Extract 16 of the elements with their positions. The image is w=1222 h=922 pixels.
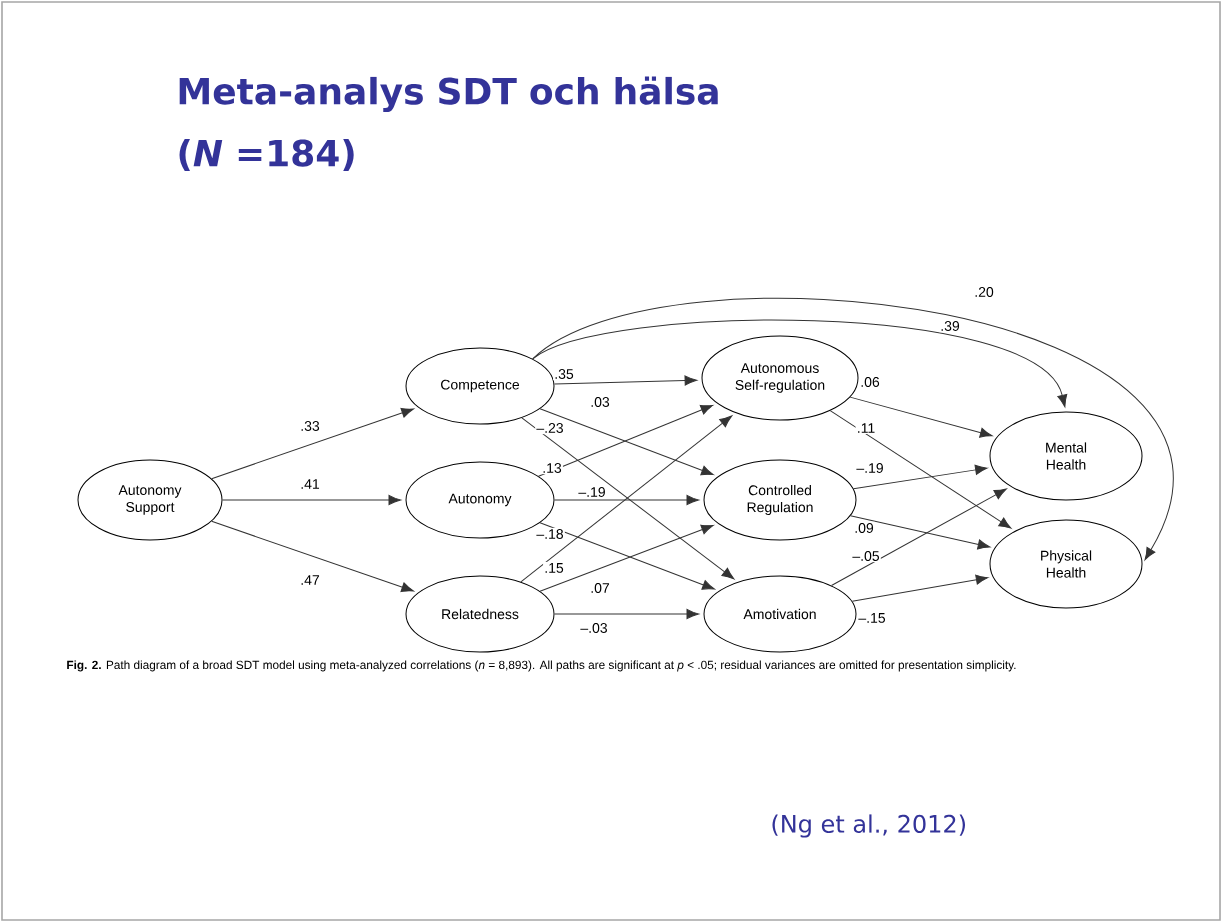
- arrow: [553, 375, 698, 386]
- citation: (Ng et al., 2012): [772, 814, 965, 838]
- arrow: [532, 297, 1174, 561]
- arrow: [831, 488, 1007, 587]
- arrow: [851, 574, 989, 602]
- arrow: [849, 396, 993, 438]
- arrow: [554, 494, 700, 506]
- arrow: [211, 520, 414, 593]
- arrow: [211, 407, 414, 480]
- arrow: [849, 515, 991, 550]
- arrow: [829, 410, 1012, 529]
- arrow: [532, 319, 1068, 408]
- title: Meta-analys SDT och hälsa (N =184): [179, 76, 718, 171]
- arrow: [852, 464, 988, 490]
- arrow: [222, 494, 402, 506]
- arrow: [554, 608, 700, 620]
